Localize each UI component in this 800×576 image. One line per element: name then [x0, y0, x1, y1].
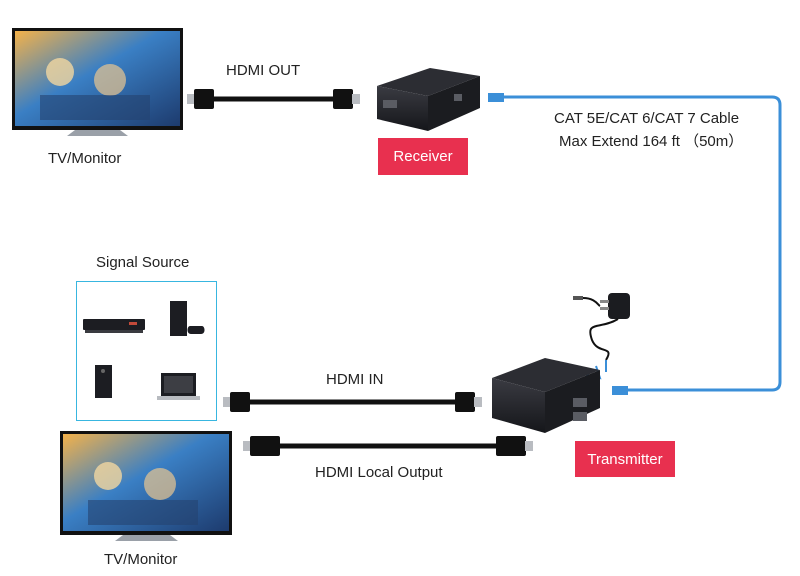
hdmi-out-label: HDMI OUT	[226, 62, 301, 79]
hdmi-out-plug-right	[333, 89, 353, 109]
hdmi-out-plug-tip-right	[352, 94, 360, 104]
transmitter-front-face	[492, 378, 545, 433]
hdmi-local-plug-tip-right	[525, 441, 533, 451]
receiver-hdmi-port	[383, 100, 397, 108]
receiver-front-face	[377, 86, 428, 131]
transmitter-side-face	[545, 370, 600, 433]
hdmi-out-plug-tip-left	[187, 94, 195, 104]
hdmi-out-plug-left	[194, 89, 214, 109]
hdmi-local-plug-tip-left	[243, 441, 251, 451]
hdmi-in-plug-right	[455, 392, 475, 412]
signal-source-devices	[83, 301, 205, 400]
tv-top-stand	[67, 130, 128, 136]
set-top-box-icon	[83, 319, 145, 333]
transmitter-port	[573, 412, 587, 421]
power-adapter-cord	[589, 318, 619, 361]
tv-top-scene-figure	[94, 64, 126, 96]
tv-monitor-bottom	[60, 431, 232, 541]
receiver-device	[377, 68, 480, 131]
hdmi-in-plug-left	[230, 392, 250, 412]
hdmi-in-cable	[223, 392, 482, 412]
hdmi-local-output-cable	[243, 436, 533, 456]
receiver-rj45-port	[454, 94, 462, 101]
hdmi-local-output-label: HDMI Local Output	[315, 464, 443, 481]
power-adapter-lead	[582, 297, 601, 307]
cat-cable	[488, 93, 782, 395]
laptop-icon	[157, 373, 200, 400]
power-adapter-plug	[573, 296, 583, 300]
desktop-pc-icon	[95, 365, 112, 398]
receiver-top-face	[377, 68, 480, 96]
cat-cable-plug-bottom	[612, 386, 628, 395]
tv-bottom-scene-figure	[144, 468, 176, 500]
hdmi-local-plug-left	[250, 436, 280, 456]
power-adapter-body	[608, 293, 630, 319]
cat-cable-plug-top	[488, 93, 504, 102]
transmitter-badge: Transmitter	[575, 441, 675, 477]
tv-bottom-label: TV/Monitor	[104, 551, 178, 568]
tv-bottom-stand	[115, 535, 178, 541]
signal-source-box	[76, 281, 217, 421]
hdmi-local-plug-right	[496, 436, 526, 456]
signal-source-label: Signal Source	[96, 254, 190, 271]
hdmi-in-plug-tip-right	[474, 397, 482, 407]
power-adapter	[573, 293, 630, 380]
tv-top-scene-figure	[46, 58, 74, 86]
tv-monitor-top	[12, 28, 183, 136]
transmitter-device	[492, 358, 600, 433]
tv-top-label: TV/Monitor	[48, 150, 122, 167]
transmitter-top-face	[492, 358, 600, 392]
cat-cable-line	[503, 95, 782, 392]
hdmi-out-cable	[187, 89, 360, 109]
transmitter-port	[573, 398, 587, 407]
hdmi-in-plug-tip-left	[223, 397, 231, 407]
power-adapter-prong	[600, 300, 609, 303]
tv-bottom-scene-ground	[88, 500, 198, 525]
tv-bottom-scene-figure	[94, 462, 122, 490]
receiver-badge: Receiver	[378, 138, 468, 175]
power-adapter-prong	[600, 307, 609, 310]
cable-spec-line2: Max Extend 164 ft （50m）	[559, 133, 744, 150]
cable-spec-line1: CAT 5E/CAT 6/CAT 7 Cable	[554, 110, 740, 127]
hdmi-in-label: HDMI IN	[326, 371, 384, 388]
game-console-icon	[170, 301, 205, 336]
receiver-side-face	[428, 76, 480, 131]
tv-top-scene-ground	[40, 95, 150, 120]
